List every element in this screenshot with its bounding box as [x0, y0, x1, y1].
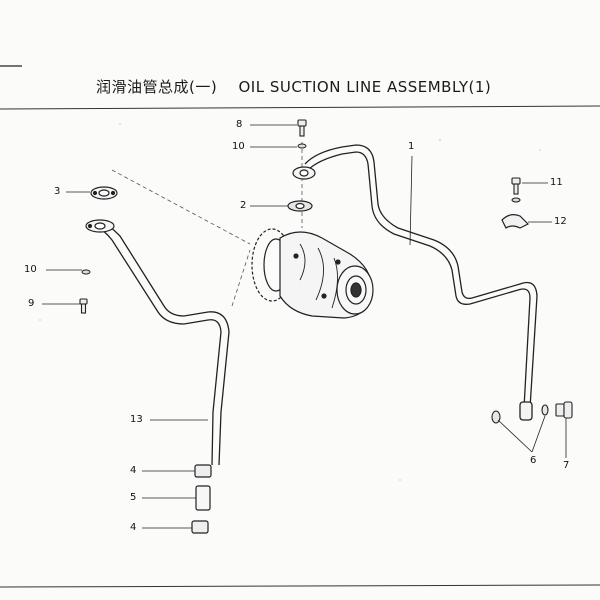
title-english: OIL SUCTION LINE ASSEMBLY(1) [238, 78, 492, 96]
turbocharger [251, 228, 374, 319]
page-title: 润滑油管总成(一) OIL SUCTION LINE ASSEMBLY(1) [96, 76, 491, 97]
flange-line13 [85, 219, 115, 233]
callout-10-top: 10 [232, 141, 245, 152]
frame-line-bottom [0, 584, 600, 588]
bolt-11 [511, 177, 521, 203]
leader-lines [42, 124, 567, 529]
scan-specks [39, 123, 541, 481]
callout-13: 13 [130, 414, 143, 425]
hose-5 [195, 485, 211, 511]
callout-7: 7 [563, 460, 570, 471]
bolt-9 [79, 298, 88, 314]
callout-9: 9 [28, 298, 35, 309]
flange-line1 [292, 166, 316, 180]
callout-6: 6 [530, 455, 537, 466]
banjo-fitting [519, 401, 533, 421]
callout-3: 3 [54, 186, 61, 197]
oil-line-1 [304, 144, 538, 421]
callout-1: 1 [408, 141, 415, 152]
washer-6-right [541, 404, 549, 416]
washer-10-top [297, 143, 307, 149]
frame-line-top [0, 105, 600, 110]
bolt-8 [297, 119, 307, 137]
banjo-bolt-7 [555, 401, 573, 419]
clamp-12 [501, 214, 530, 229]
title-chinese: 润滑油管总成(一) [96, 78, 218, 96]
dashed-install-lines [111, 142, 303, 307]
callout-11: 11 [550, 177, 563, 188]
callout-10-left: 10 [24, 264, 37, 275]
oil-line-13 [95, 221, 230, 466]
sleeve-4-upper [194, 464, 212, 478]
callout-5: 5 [130, 492, 137, 503]
callout-2: 2 [240, 200, 247, 211]
callout-4-lower: 4 [130, 522, 137, 533]
sleeve-4-lower [191, 520, 209, 534]
callout-4-upper: 4 [130, 465, 137, 476]
flange-3 [90, 186, 118, 200]
callout-8: 8 [236, 119, 243, 130]
callout-12: 12 [554, 216, 567, 227]
washer-10-left [81, 269, 91, 275]
gasket-2 [287, 200, 313, 212]
